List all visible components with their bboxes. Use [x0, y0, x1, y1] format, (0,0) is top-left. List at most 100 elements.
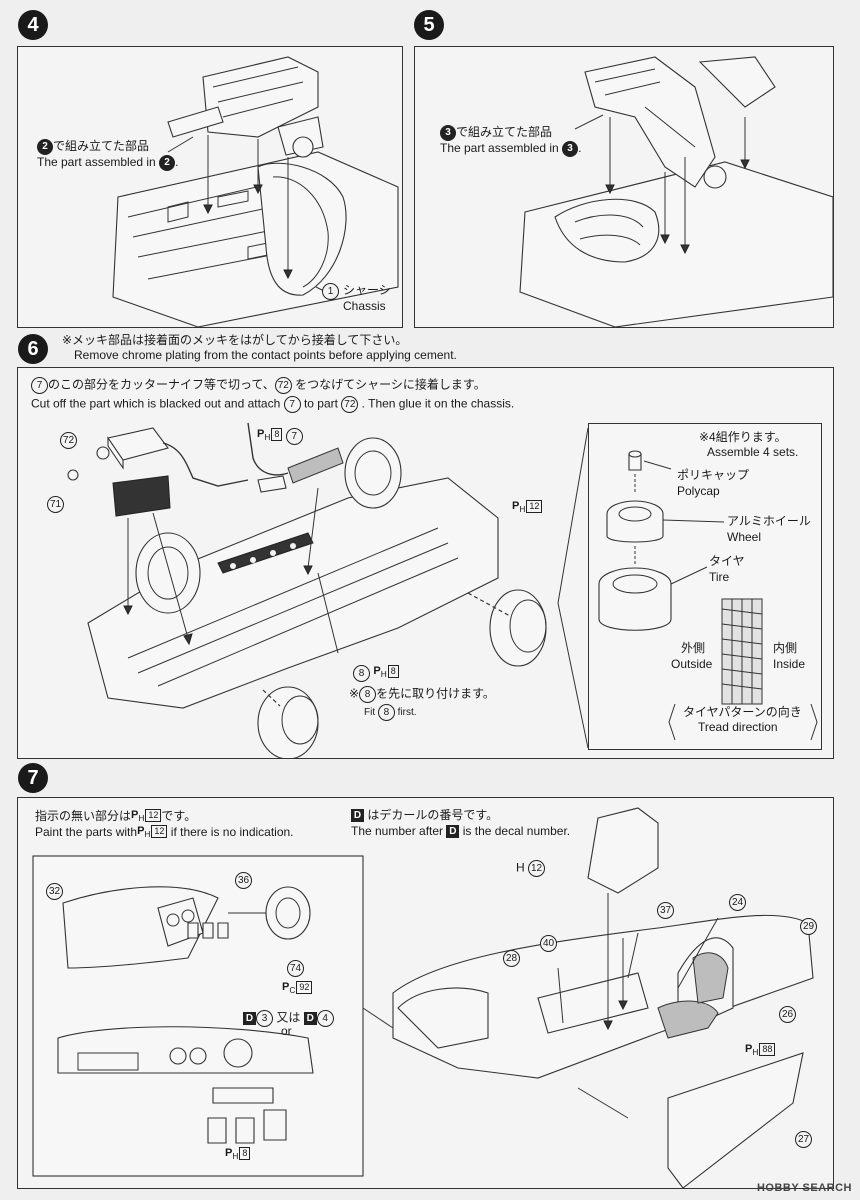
- step-5-ref-jp-text: で組み立てた部品: [456, 125, 553, 140]
- step-4-ref-num-jp: 2: [37, 139, 53, 155]
- note1-en-post: if there is no indication.: [170, 825, 294, 840]
- part-72-label: 72: [60, 432, 77, 449]
- inset-inside-en: Inside: [773, 657, 806, 671]
- step-7-panel: [17, 797, 834, 1189]
- part-72-number: 72: [60, 432, 77, 449]
- step-7-interior-illustration: [32, 807, 814, 1189]
- note2-en-post: is the decal number.: [462, 824, 571, 838]
- part-36-label: 36: [235, 872, 252, 889]
- step-6-instr-en-pre: Cut off the part which is blacked out an…: [31, 396, 281, 411]
- part-37-number: 37: [657, 902, 674, 919]
- decal-choice-num-b: 4: [316, 1010, 334, 1027]
- seat-label: H 12: [516, 860, 546, 877]
- first-note-en-post: first.: [397, 707, 417, 719]
- part-24-number: 24: [729, 894, 746, 911]
- step-6-instr-jp-num-7: 7: [31, 377, 48, 394]
- decal-choice-marker-b: D: [303, 1012, 317, 1025]
- inset-tread-jp: タイヤパターンの向き: [683, 705, 802, 719]
- wheel-assembly-inset: ※4組作ります。 Assemble 4 sets. ポリキャップ Polycap…: [588, 423, 822, 750]
- part-37-label: 37: [657, 902, 674, 919]
- decal-marker-en: D: [446, 825, 460, 839]
- first-note-en-pre: Fit: [364, 707, 376, 719]
- decal-choice-or-jp: 又は: [276, 1010, 301, 1025]
- part-40-number: 40: [540, 935, 557, 952]
- step-7-note2-en: The number after D is the decal number.: [351, 824, 570, 839]
- part-27-label: 27: [795, 1131, 812, 1148]
- decal-choice-num-a: 3: [256, 1010, 273, 1027]
- step-5-ref-num-en: 3: [562, 141, 579, 157]
- step-4-chassis-jp: シャーシ: [343, 283, 391, 297]
- inset-tire-en: Tire: [709, 570, 730, 584]
- step-6-instr-jp-num-72: 72: [274, 377, 292, 394]
- inset-polycap-en: Polycap: [677, 484, 720, 498]
- step-6-chassis-illustration: [67, 422, 589, 760]
- inset-inside-jp: 内側: [773, 641, 798, 655]
- first-note-jp-text: を先に取り付けます。: [376, 686, 495, 701]
- hobby-search-logo: HOBBY SEARCH: [756, 1182, 852, 1194]
- part-1-number: 1: [322, 283, 339, 300]
- seat-paint-letter: H: [516, 860, 525, 875]
- step-6-instr-jp-post: をつなげてシャーシに接着します。: [295, 377, 486, 392]
- part-29-label: 29: [800, 918, 817, 935]
- part-24-label: 24: [729, 894, 746, 911]
- step-6-instr-en-num-72: 72: [341, 396, 359, 413]
- part-74-label: 74: [287, 960, 304, 977]
- decal-marker-jp: D: [351, 809, 364, 823]
- decal-choice-marker-a: D: [243, 1012, 256, 1025]
- step-4-panel: [17, 46, 403, 328]
- inset-sets-en: Assemble 4 sets.: [707, 445, 799, 459]
- part-32-label: 32: [46, 883, 63, 900]
- note2-en-pre: The number after: [351, 824, 444, 838]
- inset-tire-jp: タイヤ: [709, 554, 745, 568]
- step-4-ref-en-text: The part assembled in: [37, 155, 156, 170]
- step-6-instr-en-num-7: 7: [283, 396, 301, 413]
- step-4-ref-en: The part assembled in 2.: [37, 155, 179, 171]
- step-4-ref-num-en: 2: [159, 155, 176, 171]
- first-note-prefix: ※: [349, 686, 360, 701]
- inset-polycap-jp: ポリキャップ: [677, 468, 750, 482]
- step-5-ref-en-text: The part assembled in: [440, 141, 559, 156]
- wheel-assembly-illustration: [598, 450, 818, 741]
- first-note-num-en: 8: [377, 704, 395, 721]
- part-27-number: 27: [795, 1131, 812, 1148]
- note1-en-pre: Paint the parts with: [35, 825, 138, 840]
- step-6-note-en: Remove chrome plating from the contact p…: [74, 348, 457, 362]
- step-5-ref-num-jp: 3: [440, 125, 456, 141]
- part-28-number: 28: [503, 950, 520, 967]
- part-29-number: 29: [800, 918, 817, 935]
- inset-sets-jp: ※4組作ります。: [699, 430, 787, 444]
- part-36-number: 36: [235, 872, 252, 889]
- step-7-badge: 7: [18, 763, 48, 793]
- step-6-instr-en: Cut off the part which is blacked out an…: [31, 396, 514, 413]
- step-5-panel: [414, 46, 834, 328]
- part-28-label: 28: [503, 950, 520, 967]
- step-6-note-jp: ※メッキ部品は接着面のメッキをはがしてから接着して下さい。: [62, 333, 408, 347]
- part-74-number: 74: [287, 960, 304, 977]
- first-note-num-jp: 8: [359, 686, 377, 703]
- note1-jp-pre: 指示の無い部分は: [35, 809, 132, 824]
- part-71-label: 71: [47, 496, 64, 513]
- step-4-chassis-label: 1: [322, 283, 339, 300]
- part-71-number: 71: [47, 496, 64, 513]
- step-5-badge: 5: [414, 10, 444, 40]
- part-26-label: 26: [779, 1006, 796, 1023]
- note1-jp-post: です。: [161, 809, 197, 824]
